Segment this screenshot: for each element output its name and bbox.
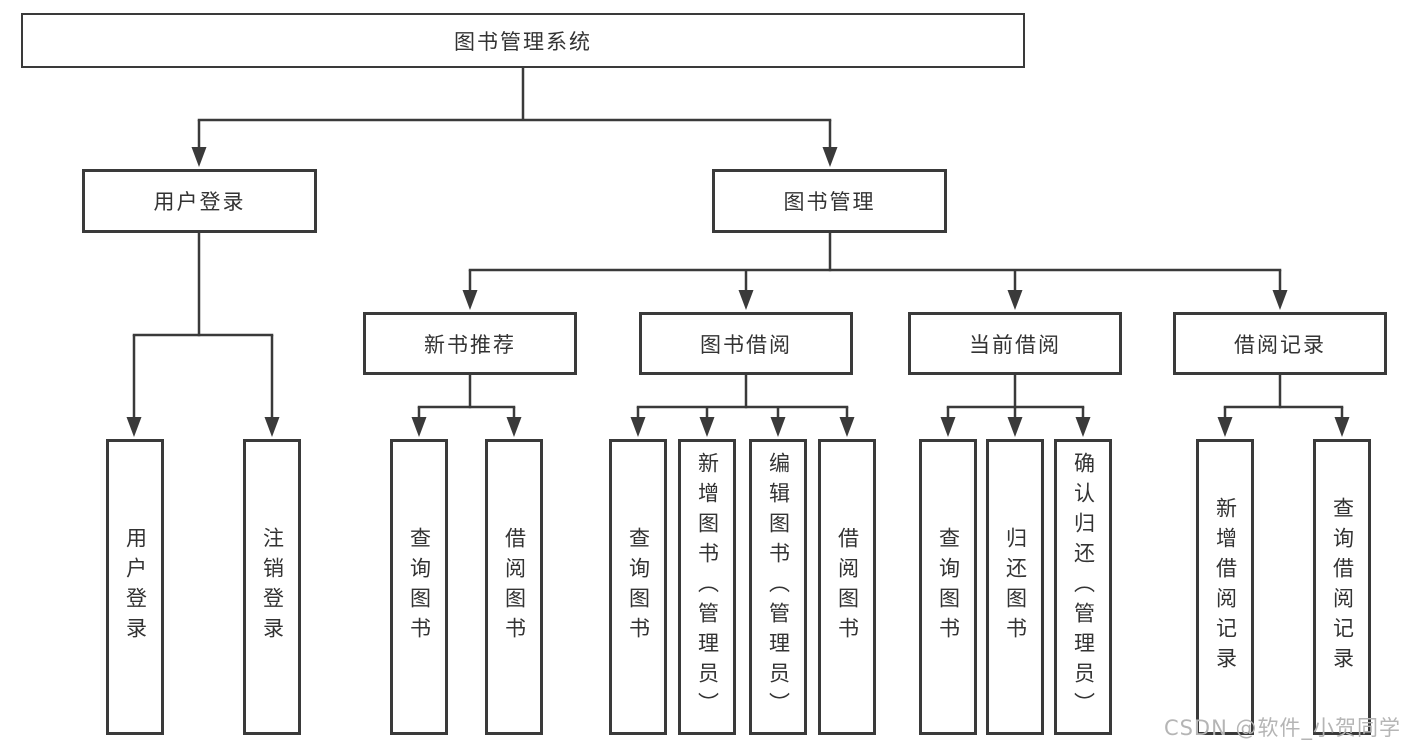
node-user-login: 用户登录 [82, 169, 317, 233]
node-book-management-label: 图书管理 [783, 190, 876, 214]
leaf-query-books-borrowing-label: 查询图书 [626, 527, 651, 647]
leaf-borrow-books-borrowing: 借阅图书 [818, 439, 876, 735]
leaf-query-books-borrowing: 查询图书 [609, 439, 667, 735]
watermark: CSDN @软件_小贺同学 [1163, 716, 1401, 740]
node-book-borrowing-label: 图书借阅 [700, 332, 792, 357]
leaf-borrow-books-recommend-label: 借阅图书 [502, 527, 527, 647]
leaf-add-borrow-record-label: 新增借阅记录 [1213, 497, 1238, 677]
leaf-add-book-admin: 新增图书（管理员） [678, 439, 736, 735]
leaf-return-book: 归还图书 [986, 439, 1044, 735]
node-borrowing-records: 借阅记录 [1173, 312, 1387, 375]
node-borrowing-records-label: 借阅记录 [1234, 332, 1326, 357]
leaf-query-borrow-record-label: 查询借阅记录 [1330, 497, 1355, 677]
leaf-edit-book-admin: 编辑图书（管理员） [749, 439, 807, 735]
leaf-query-books-recommend: 查询图书 [390, 439, 448, 735]
leaf-logout-label: 注销登录 [260, 527, 285, 647]
node-library-management-system-label: 图书管理系统 [454, 29, 592, 54]
leaf-add-borrow-record: 新增借阅记录 [1196, 439, 1254, 735]
leaf-query-borrow-record: 查询借阅记录 [1313, 439, 1371, 735]
leaf-query-books-current: 查询图书 [919, 439, 977, 735]
leaf-borrow-books-recommend: 借阅图书 [485, 439, 543, 735]
leaf-logout: 注销登录 [243, 439, 301, 735]
node-library-management-system: 图书管理系统 [21, 13, 1025, 68]
leaf-confirm-return-admin-label: 确认归还（管理员） [1071, 452, 1096, 722]
leaf-add-book-admin-label: 新增图书（管理员） [695, 452, 720, 722]
node-new-book-recommend: 新书推荐 [363, 312, 577, 375]
node-book-management: 图书管理 [712, 169, 947, 233]
node-current-borrowing: 当前借阅 [908, 312, 1122, 375]
leaf-return-book-label: 归还图书 [1003, 527, 1028, 647]
leaf-confirm-return-admin: 确认归还（管理员） [1054, 439, 1112, 735]
leaf-query-books-recommend-label: 查询图书 [407, 527, 432, 647]
node-current-borrowing-label: 当前借阅 [969, 332, 1061, 357]
leaf-user-login: 用户登录 [106, 439, 164, 735]
node-new-book-recommend-label: 新书推荐 [424, 332, 516, 357]
leaf-borrow-books-borrowing-label: 借阅图书 [835, 527, 860, 647]
node-user-login-label: 用户登录 [153, 190, 246, 214]
leaf-edit-book-admin-label: 编辑图书（管理员） [766, 452, 791, 722]
leaf-user-login-label: 用户登录 [123, 527, 148, 647]
node-book-borrowing: 图书借阅 [639, 312, 853, 375]
leaf-query-books-current-label: 查询图书 [936, 527, 961, 647]
